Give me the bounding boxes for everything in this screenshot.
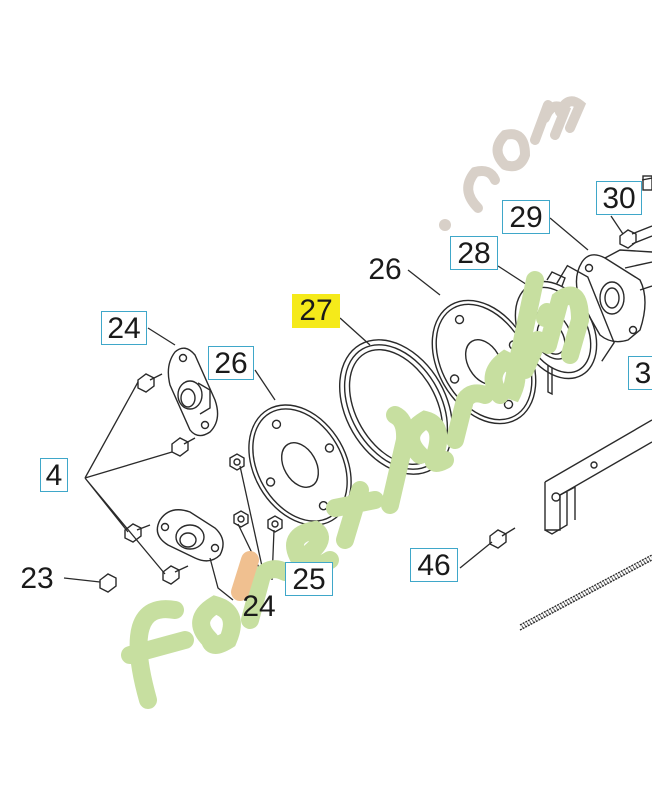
bolt-d	[162, 565, 189, 585]
callout-46[interactable]: 46	[410, 548, 458, 582]
callout-24-top[interactable]: 24	[101, 311, 147, 345]
bolts	[99, 373, 516, 593]
callout-4[interactable]: 4	[40, 458, 68, 492]
frame-bracket	[519, 419, 652, 631]
flange-bearing-bottom	[156, 509, 224, 562]
nuts	[229, 453, 283, 533]
housing-29	[575, 249, 652, 343]
callout-30[interactable]: 30	[596, 181, 642, 215]
callout-28[interactable]: 28	[450, 236, 498, 270]
callout-25[interactable]: 25	[285, 562, 333, 596]
hub-28	[514, 264, 615, 380]
bolt-b	[171, 437, 196, 457]
ring-27	[338, 339, 454, 475]
callout-23[interactable]: 23	[20, 562, 54, 595]
callout-3[interactable]: 3	[628, 356, 652, 390]
bolt-a	[137, 373, 163, 393]
bolt-30	[619, 175, 652, 249]
callout-27-highlighted[interactable]: 27	[292, 294, 340, 328]
bolt-46	[489, 527, 516, 549]
plate-26-left	[248, 404, 352, 526]
bolt-c	[124, 523, 151, 543]
callout-29[interactable]: 29	[502, 200, 550, 234]
callout-24-bottom[interactable]: 24	[242, 590, 276, 623]
bolt-23	[99, 573, 117, 593]
callout-26-left[interactable]: 26	[208, 346, 254, 380]
leader-lines	[63, 215, 624, 601]
flange-bearing-top	[167, 347, 219, 437]
callout-26-right[interactable]: 26	[368, 253, 402, 286]
